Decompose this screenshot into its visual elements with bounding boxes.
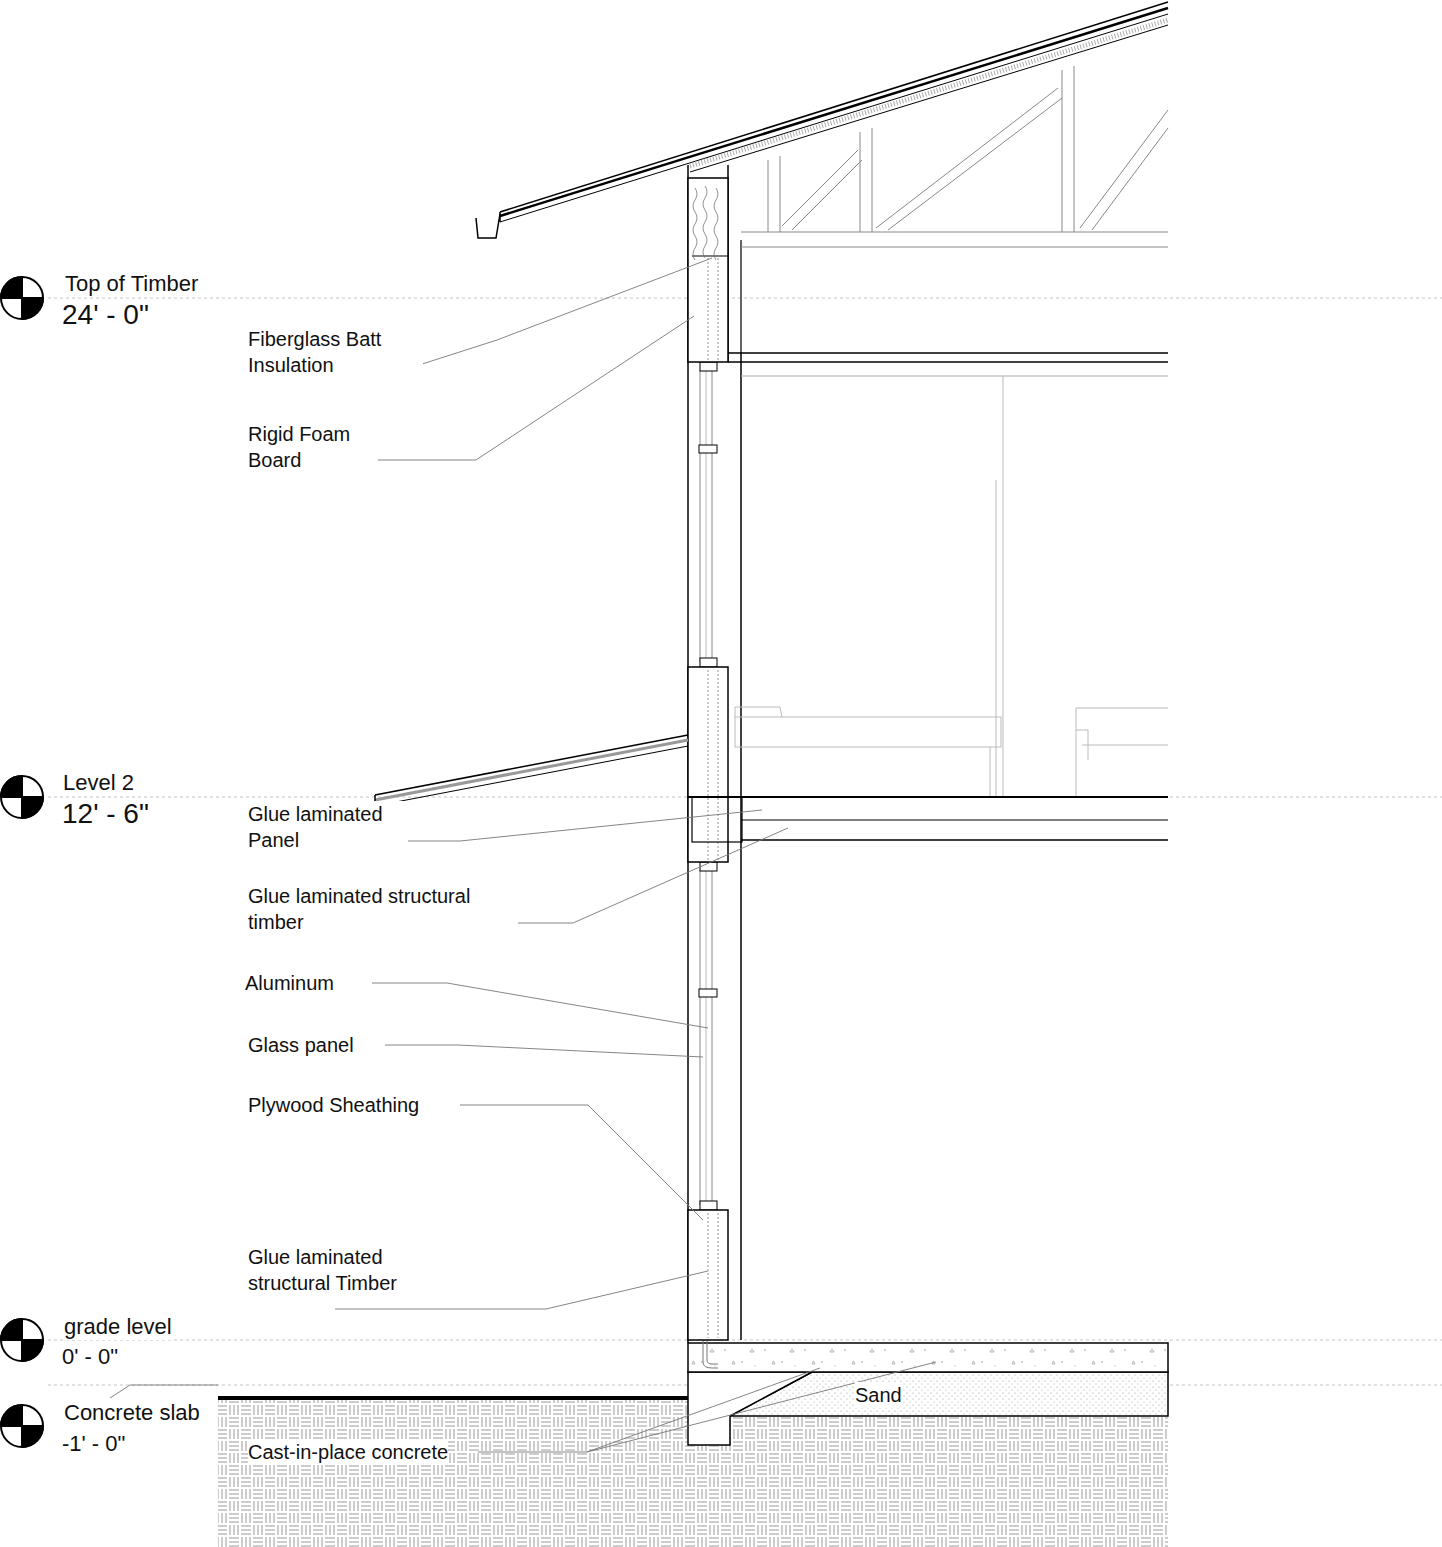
elevation: -1' - 0" xyxy=(62,1431,125,1457)
level-name: Level 2 xyxy=(63,770,134,796)
material-label: Cast-in-place concrete xyxy=(248,1439,448,1465)
elevation: 24' - 0" xyxy=(62,299,149,331)
level-name: grade level xyxy=(64,1314,172,1340)
level-name: Top of Timber xyxy=(65,271,198,297)
material-label: Rigid Foam Board xyxy=(248,421,378,473)
elevation: 12' - 6" xyxy=(62,798,149,830)
material-label: Glue laminated structural Timber xyxy=(248,1244,398,1296)
material-label: Glue laminated Panel xyxy=(248,801,408,853)
material-label: Plywood Sheathing xyxy=(248,1092,419,1118)
material-label: Glue laminated structural timber xyxy=(248,883,518,935)
level-name: Concrete slab xyxy=(64,1400,200,1426)
elevation: 0' - 0" xyxy=(62,1344,118,1370)
material-label: Sand xyxy=(855,1382,902,1408)
material-label: Glass panel xyxy=(248,1032,354,1058)
material-label: Aluminum xyxy=(245,970,334,996)
material-label: Fiberglass Batt Insulation xyxy=(248,326,423,378)
